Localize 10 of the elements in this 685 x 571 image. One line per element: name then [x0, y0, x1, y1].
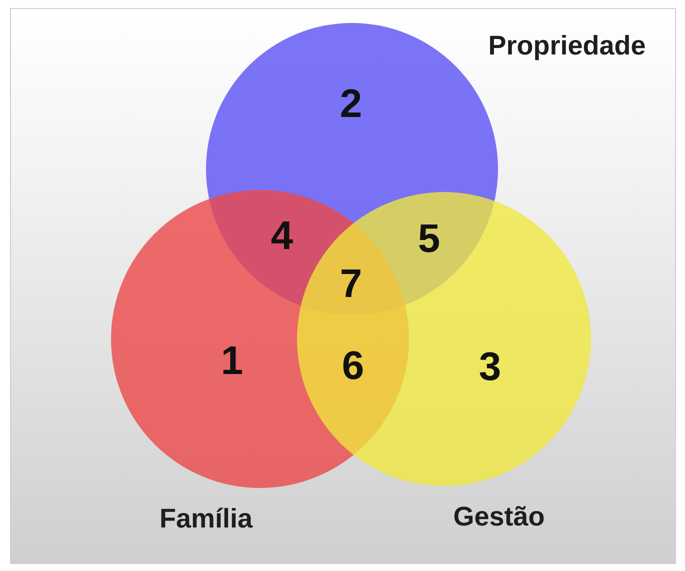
region-number: 5	[418, 219, 440, 259]
set-label: Família	[159, 504, 253, 534]
region-number: 2	[340, 84, 362, 124]
region-number: 3	[478, 347, 502, 387]
set-label: Propriedade	[488, 30, 646, 62]
set-label: Gestão	[453, 502, 545, 532]
region-number: 1	[220, 341, 244, 381]
region-number: 7	[340, 264, 362, 304]
region-number: 4	[270, 216, 294, 256]
region-number: 6	[342, 346, 364, 386]
